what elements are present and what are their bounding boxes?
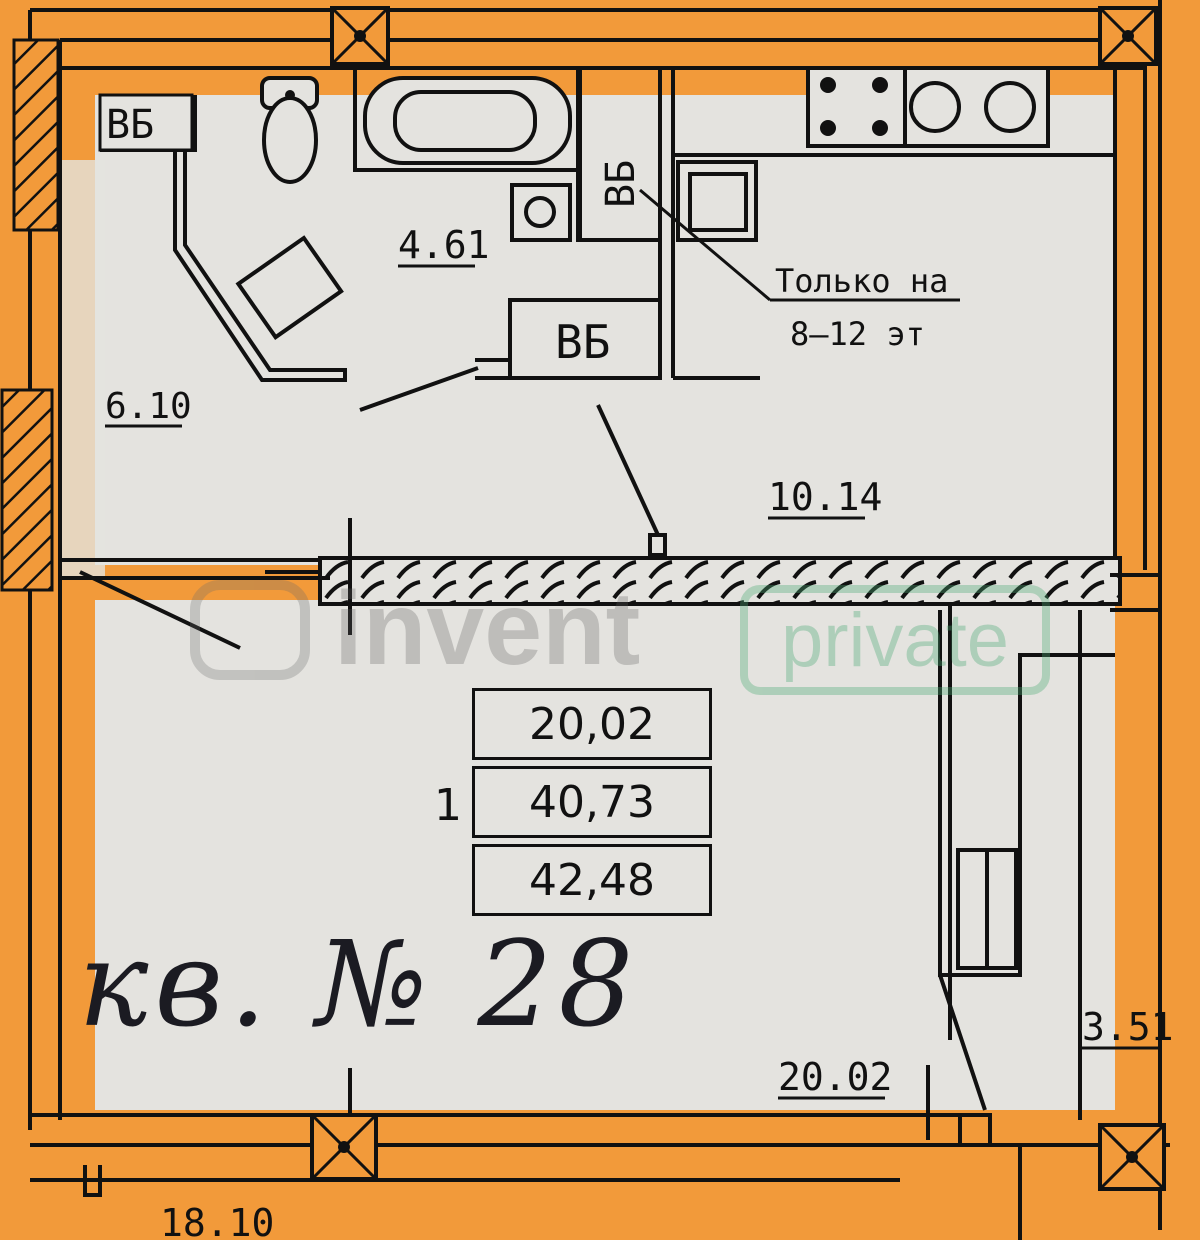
floor-upper [95, 95, 1115, 565]
living-area-cell: 20,02 [472, 688, 712, 760]
vb-left-box [98, 93, 194, 152]
neighbor-area-label: 18.10 [160, 1201, 274, 1240]
living-room-area-label: 20.02 [778, 1055, 892, 1099]
watermark-invent: invent [190, 570, 640, 689]
sink [510, 183, 572, 242]
total-with-loggia-cell: 42,48 [472, 844, 712, 916]
handwritten-apartment-number: кв. № 28 [78, 915, 640, 1053]
bathtub [363, 76, 572, 165]
area-table-index: 1 [434, 780, 462, 831]
kitchen-sink [676, 160, 758, 242]
bathroom-walls [100, 68, 1115, 382]
column-top [330, 6, 390, 66]
toilet [260, 76, 319, 184]
washing-machine [235, 235, 344, 340]
vb-vertical-label: ВБ [598, 160, 644, 208]
column-bottom [310, 1113, 378, 1181]
note-line1: Только на [775, 262, 948, 300]
note-line2: 8–12 эт [790, 315, 925, 353]
area-table: 20,02 40,73 42,48 [472, 688, 716, 932]
hallway-area-label: 6.10 [105, 386, 192, 427]
floor-left-strip [60, 160, 105, 580]
invent-logo-icon [190, 579, 310, 680]
loggia-area-label: 3.51 [1082, 1005, 1174, 1049]
bottom-left-mark [83, 1165, 102, 1197]
total-area-cell: 40,73 [472, 766, 712, 838]
vb-center-label: ВБ [555, 315, 610, 369]
watermark-private-badge: private [740, 585, 1050, 695]
wardrobe [956, 848, 1018, 970]
kitchen-area-label: 10.14 [768, 475, 882, 519]
partition-lines [60, 518, 1115, 1040]
hatched-wall-left-top [12, 38, 60, 232]
hatched-wall-left-mid [0, 388, 54, 592]
partition-wall-hatched [318, 556, 1122, 606]
watermark-brand-text: invent [334, 571, 641, 687]
note-leader [639, 188, 960, 302]
bathroom-area-label: 4.61 [398, 223, 490, 267]
column-top-right [1098, 6, 1158, 66]
door-swings [79, 366, 1162, 1147]
column-bottom-right [1098, 1123, 1166, 1191]
stove [806, 66, 1050, 148]
vb-left-label: ВБ [106, 102, 154, 148]
